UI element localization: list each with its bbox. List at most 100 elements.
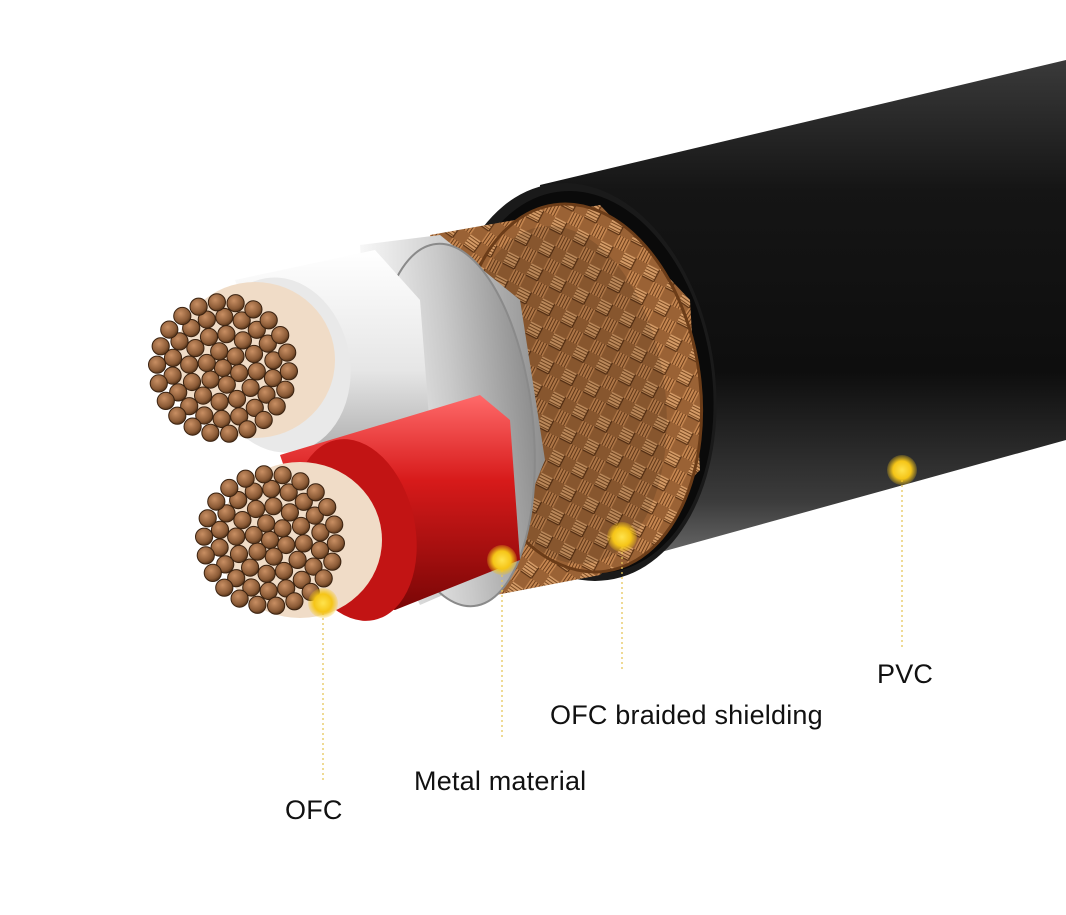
copper-strand [254,465,273,484]
copper-strand [262,479,281,499]
copper-strand [212,409,231,429]
copper-strand [238,420,257,439]
copper-strand [168,406,187,425]
copper-strand [215,578,234,597]
marker-dot-pvc [887,455,917,485]
copper-strand [247,320,266,339]
copper-strand [267,397,286,416]
copper-strand [264,547,283,566]
copper-strand [276,380,295,399]
copper-strand [210,520,230,540]
copper-strand [325,515,344,534]
red-core-strands [195,465,345,615]
copper-strand [244,344,264,364]
copper-strand [182,372,202,392]
copper-strand [326,534,345,553]
marker-dot-ofc [308,588,338,618]
copper-strand [311,523,330,542]
copper-strand [279,362,298,381]
copper-strand [170,332,189,351]
copper-strand [323,552,342,571]
copper-strand [227,389,247,409]
copper-strand [264,497,283,516]
marker-dots [308,455,917,618]
copper-strand [257,385,276,404]
copper-strand [201,370,220,389]
copper-strand [160,320,179,339]
copper-strand [197,310,216,329]
copper-strand [226,347,245,366]
copper-strand [277,579,296,598]
copper-strand [304,557,323,576]
copper-strand [294,492,313,511]
copper-strand [210,392,229,411]
copper-strand [263,369,283,388]
copper-strand [149,374,168,393]
copper-strand [217,375,236,394]
copper-strand [236,469,255,488]
copper-strand [227,569,246,588]
copper-strand [242,578,261,597]
copper-strand [186,339,205,358]
copper-strand [291,472,310,491]
copper-strand [280,503,299,522]
copper-strand [197,353,216,373]
copper-strand [195,406,214,425]
copper-strand [305,506,324,525]
copper-strand [248,542,267,561]
copper-strand [148,355,167,374]
copper-strand [196,546,215,565]
copper-strand [233,510,252,530]
copper-strand [294,534,313,553]
copper-strand [233,331,252,350]
copper-strand [257,564,276,583]
callout-ofc-braided-shielding: OFC braided shielding [550,700,823,730]
copper-strand [180,355,199,374]
copper-strand [220,424,239,443]
copper-strand [163,366,182,385]
copper-strand [169,383,188,402]
copper-strand [246,499,266,519]
copper-strand [230,407,249,426]
copper-strand [201,423,220,442]
callout-pvc: PVC [877,659,934,689]
copper-strand [271,326,290,345]
copper-strand [274,561,294,581]
copper-strand [232,311,251,330]
copper-strand [278,343,297,362]
copper-strand [248,595,267,614]
copper-strand [216,555,235,574]
copper-strand [241,378,260,397]
copper-strand [257,514,276,533]
copper-strand [195,527,214,546]
copper-strand [229,544,249,564]
copper-strand [194,386,213,405]
copper-strand [318,498,337,517]
copper-strand [199,327,219,347]
copper-strand [210,538,229,557]
copper-strand [183,417,202,436]
copper-strand [273,466,292,485]
copper-strand [215,307,234,327]
callout-ofc: OFC [285,795,343,825]
copper-strand [254,410,273,430]
copper-strand [314,569,333,588]
copper-strand [264,351,283,370]
copper-strand [226,294,245,313]
copper-strand [244,482,263,501]
copper-strand [207,492,226,511]
copper-strand [244,300,263,319]
copper-strand [227,527,246,546]
copper-strand [207,293,226,312]
copper-strand [151,337,170,356]
copper-strand [259,581,278,601]
copper-strand [244,525,263,545]
copper-strand [288,550,307,570]
copper-strand [220,478,239,498]
copper-strand [180,397,199,416]
copper-strand [241,558,260,577]
copper-strand [279,483,298,502]
copper-strand [310,541,330,560]
